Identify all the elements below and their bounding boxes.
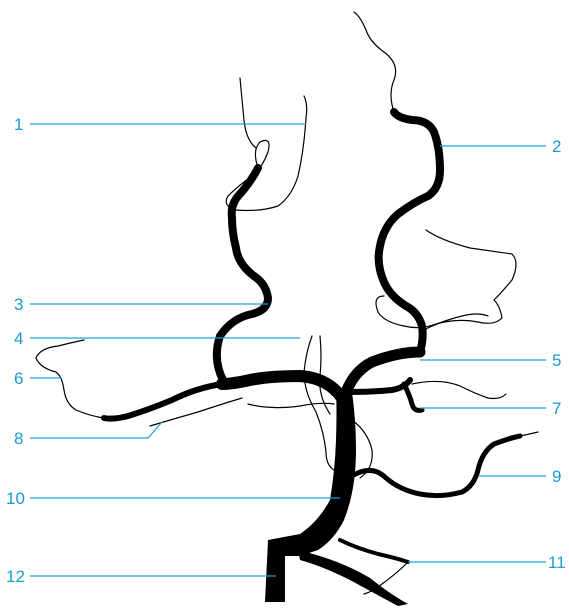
right-thin-loop	[376, 230, 516, 328]
left-vessel	[217, 168, 268, 382]
left-thin-outline	[36, 340, 104, 418]
label-1: 1	[14, 115, 23, 134]
left-vessel-upper-2	[240, 78, 256, 148]
right-thin-branch	[420, 314, 488, 332]
branch-7-thin	[412, 381, 506, 398]
label-9: 9	[552, 467, 561, 486]
label-4: 4	[14, 329, 23, 348]
right-mid-branch	[350, 380, 410, 392]
label-10: 10	[6, 489, 25, 508]
label-7: 7	[552, 399, 561, 418]
label-8: 8	[14, 429, 23, 448]
branch-7	[404, 384, 422, 410]
label-2: 2	[552, 137, 561, 156]
label-6: 6	[14, 369, 23, 388]
bifurcation-left	[222, 376, 342, 398]
branch-9	[352, 436, 520, 496]
right-vessel	[379, 112, 440, 352]
label-5: 5	[552, 351, 561, 370]
left-lower-branch	[104, 384, 222, 419]
leader-8	[30, 422, 162, 438]
label-11: 11	[548, 553, 566, 572]
thin-vessel-d	[248, 403, 334, 407]
label-12: 12	[6, 567, 25, 586]
branch-11	[340, 540, 408, 562]
right-vessel-upper	[354, 12, 396, 112]
branch-9-thin	[520, 432, 538, 436]
label-3: 3	[14, 295, 23, 314]
